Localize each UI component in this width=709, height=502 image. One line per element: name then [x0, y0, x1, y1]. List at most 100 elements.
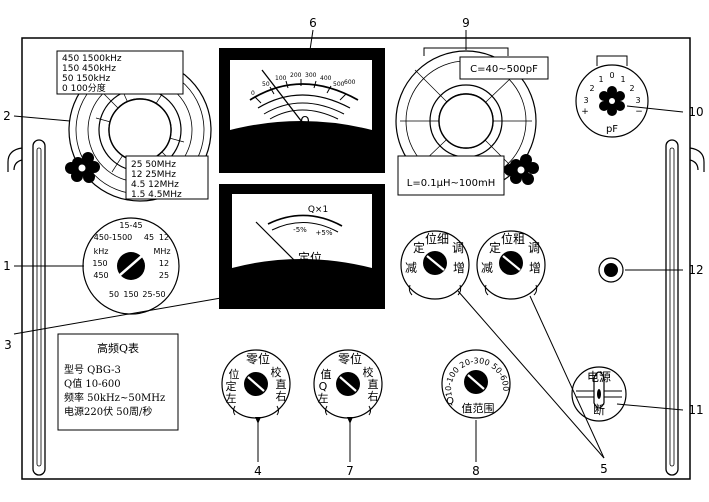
q-meter: 0 50 100 200 300 400 500 600 Q — [219, 48, 385, 173]
range-card-top-line: 150 450kHz — [62, 64, 116, 74]
q-range-q: Q — [446, 396, 454, 407]
knob7-right1: 校 — [363, 365, 374, 379]
meter-plus-mark: +5% — [316, 229, 333, 237]
callout-6: 6 — [309, 16, 317, 30]
pf-tick: 2 — [589, 84, 594, 93]
plate-title: 高频Q表 — [97, 341, 139, 355]
plate-q-range: Q值 10-600 — [64, 377, 121, 390]
q-range-selector[interactable]: 10-100 20-300 50-600 Q 值范围 — [441, 349, 511, 419]
left-handle — [7, 139, 46, 476]
callout-9: 9 — [462, 16, 470, 30]
fine-knob-right: 调 — [452, 241, 464, 255]
zero-adjust-knob-7[interactable]: 零位 值 Q 左 校 直 右 — [313, 349, 383, 419]
knob4-right2: 直 — [276, 377, 287, 391]
callout-4: 4 — [254, 464, 262, 478]
plate-frequency: 频率 50kHz~50MHz — [64, 391, 165, 404]
positioning-label: 定位 — [298, 250, 322, 265]
pf-tick: 0 — [609, 71, 614, 80]
range-card-top-line: 50 150kHz — [62, 74, 110, 84]
range-card-top-line: 0 100分度 — [62, 82, 106, 94]
plate-model: 型号 QBG-3 — [64, 363, 121, 376]
fine-knob-increase: 增 — [453, 261, 465, 275]
knob7-top: 零位 — [338, 351, 362, 366]
band-label: 15-45 — [119, 221, 142, 230]
coarse-knob-decrease: 减 — [481, 261, 493, 275]
capacitance-range: C=40~500pF — [470, 64, 538, 75]
leader-lines — [13, 29, 684, 462]
fine-tuning-knob[interactable]: 位细 定 调 减 增 — [400, 230, 470, 300]
knob7-right2: 直 — [368, 377, 379, 391]
callout-12: 12 — [688, 263, 703, 277]
knob4-right1: 校 — [271, 365, 282, 379]
band-label: 25-50 — [142, 290, 165, 299]
range-card-bottom-line: 1.5 4.5MHz — [131, 190, 182, 200]
power-off-label: 断 — [593, 402, 605, 417]
pf-tick: 1 — [598, 75, 603, 84]
inductance-card: L=0.1μH~100mH — [397, 155, 505, 196]
band-label: 12 — [159, 233, 169, 242]
pf-tick: 1 — [620, 75, 625, 84]
arrow-heads — [255, 417, 353, 424]
knob7-left1: 值 — [321, 368, 332, 381]
pf-tick: 3 — [583, 96, 588, 105]
band-label: 150 — [123, 290, 138, 299]
callout-1: 1 — [3, 259, 11, 273]
pf-fine-dial[interactable]: 0 1 2 3 1 2 3 + − pF — [575, 55, 649, 138]
range-card-bottom-line: 4.5 12MHz — [131, 180, 179, 190]
callout-7: 7 — [346, 464, 354, 478]
fine-knob-decrease: 减 — [405, 261, 417, 275]
band-label: 25 — [159, 271, 169, 280]
frequency-knob[interactable] — [65, 152, 100, 183]
range-card-top: 450 1500kHz 150 450kHz 50 150kHz 0 100分度 — [56, 50, 184, 95]
pf-sign: + — [581, 107, 589, 117]
band-label: 450-1500 — [94, 233, 133, 242]
band-label: 150 — [92, 259, 107, 268]
band-switch[interactable]: 15-45 450-1500 45 12 kHz MHz 150 12 450 … — [82, 217, 180, 315]
band-label: 50 — [109, 290, 119, 299]
range-card-bottom-line: 25 50MHz — [131, 160, 176, 170]
coarse-tuning-knob[interactable]: 位粗 定 调 减 增 — [476, 230, 546, 300]
range-card-bottom-line: 12 25MHz — [131, 170, 176, 180]
capacitor-knob[interactable] — [504, 154, 539, 185]
q-meter-tick: 600 — [344, 79, 356, 86]
coarse-knob-right: 调 — [528, 241, 540, 255]
knob4-right3: 右 — [276, 389, 287, 403]
band-label: 12 — [159, 259, 169, 268]
positioning-meter-needle — [255, 221, 297, 263]
q-meter-tick: 300 — [305, 72, 317, 79]
callout-8: 8 — [472, 464, 480, 478]
q-meter-tick: 500 — [333, 81, 345, 88]
callout-10: 10 — [688, 105, 703, 119]
callout-3: 3 — [4, 338, 12, 352]
zero-adjust-knob-4[interactable]: 零位 位 定 左 校 直 右 — [221, 349, 291, 419]
knob4-left1: 位 — [229, 367, 240, 381]
terminal-jack[interactable] — [598, 257, 624, 283]
fine-knob-left: 定 — [413, 240, 425, 255]
capacitance-card: C=40~500pF — [459, 56, 549, 80]
band-label: 450 — [93, 271, 108, 280]
q-meter-tick: 100 — [275, 75, 287, 82]
knob4-left2: 定 — [226, 379, 237, 393]
q-meter-label: Q — [300, 114, 309, 128]
meter-minus-mark: -5% — [293, 226, 307, 234]
power-on-label: 电源 — [587, 370, 611, 384]
range-card-bottom: 25 50MHz 12 25MHz 4.5 12MHz 1.5 4.5MHz — [125, 155, 209, 200]
meter-multiplier: Q×1 — [308, 205, 328, 215]
q-meter-tick: 200 — [290, 72, 302, 79]
pf-tick: 3 — [635, 96, 640, 105]
coarse-knob-top: 位粗 — [501, 231, 525, 246]
front-panel-outline — [21, 37, 691, 480]
pf-tick: 2 — [629, 84, 634, 93]
positioning-meter: Q×1 -5% +5% 定位 — [219, 184, 385, 309]
power-switch[interactable]: 电源 断 — [571, 366, 627, 422]
info-plate: 高频Q表 型号 QBG-3 Q值 10-600 频率 50kHz~50MHz 电… — [57, 333, 179, 431]
q-meter-tick: 0 — [251, 90, 255, 97]
callout-5: 5 — [600, 462, 608, 476]
band-label: MHz — [153, 247, 170, 256]
right-handle — [665, 139, 705, 476]
fine-knob-top: 位细 — [425, 231, 449, 246]
band-label: kHz — [94, 247, 109, 256]
coarse-knob-left: 定 — [489, 240, 501, 255]
pf-unit: pF — [606, 124, 618, 135]
